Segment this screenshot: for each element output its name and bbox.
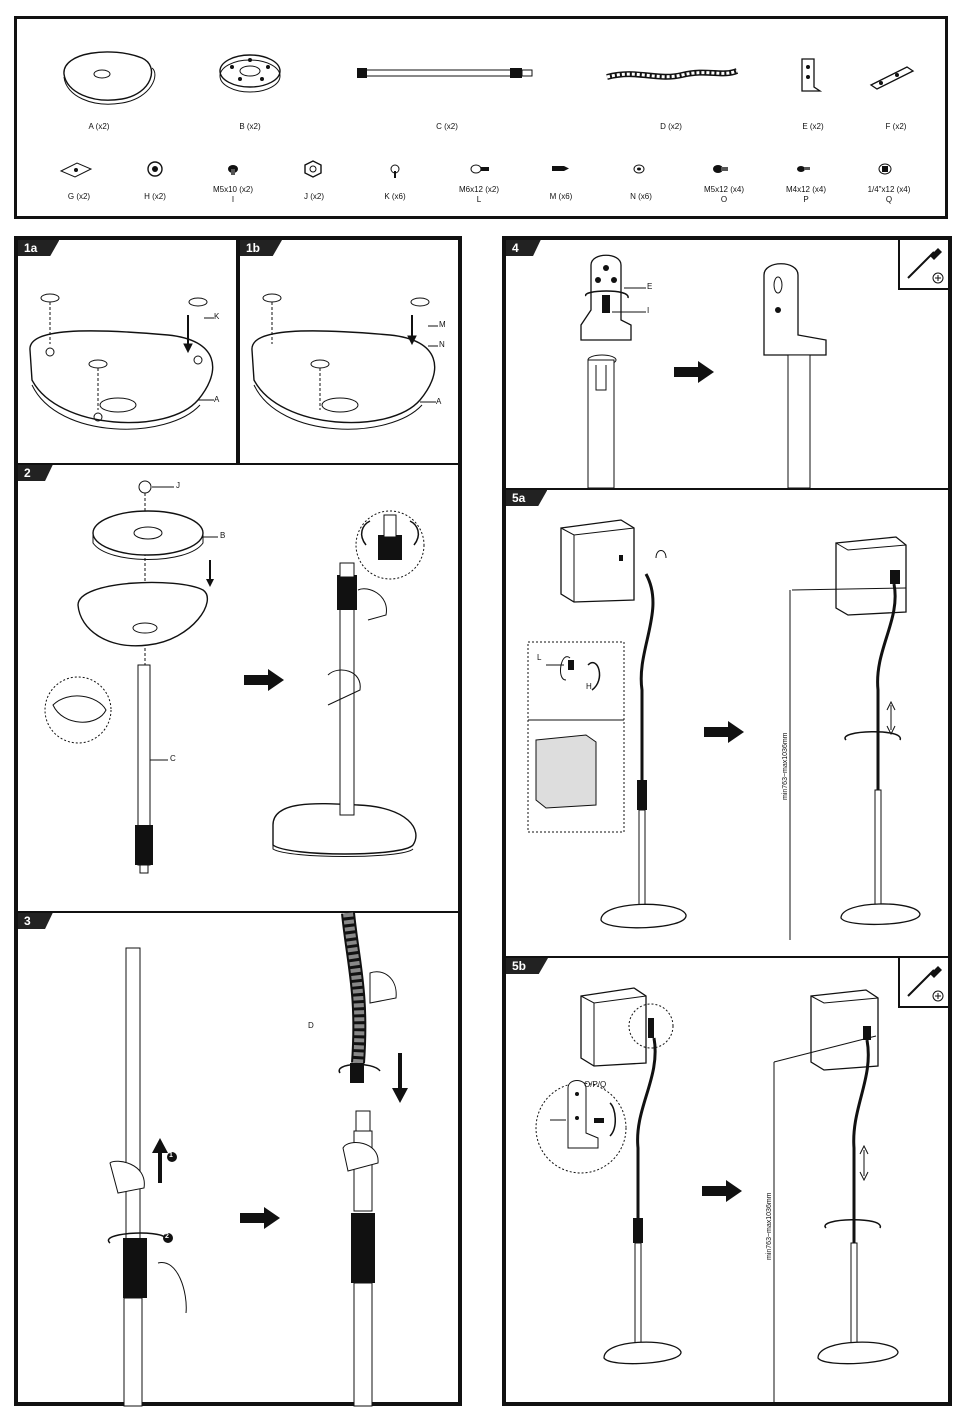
step-1b-panel: 1b M N A	[238, 238, 460, 465]
step-5b-panel: 5b O/P/Q min763~max1036mm	[504, 956, 950, 1404]
screwdriver-icon	[907, 248, 944, 284]
callout-a-1b: A	[436, 397, 442, 406]
step-3-drawing	[107, 912, 408, 1407]
part-label-i: M5x10 (x2) I	[212, 185, 253, 204]
part-label-m: M (x6)	[549, 192, 573, 201]
part-label-g: G (x2)	[67, 192, 91, 201]
part-k-screw-drawing	[390, 164, 400, 178]
step-5a-drawing	[527, 519, 921, 940]
callout-m-1b: M	[439, 320, 446, 329]
part-label-p: M4x12 (x4) P	[785, 185, 826, 204]
step-3-panel: 3 D 1 2	[16, 911, 460, 1407]
part-label-q: 1/4"x12 (x4) Q	[867, 185, 911, 204]
tool-box-step-4	[898, 240, 948, 290]
arrow-right-icon	[702, 1180, 742, 1202]
step-3-marker-2: 2	[165, 1233, 169, 1240]
screwdriver-icon	[907, 966, 944, 1002]
part-h-knob-drawing	[147, 161, 163, 177]
step-5a-tag: 5a	[506, 490, 548, 506]
part-label-o: M5x12 (x4) O	[703, 185, 744, 204]
callout-c-2: C	[170, 754, 176, 763]
step-2-tag: 2	[18, 465, 53, 481]
step-3-tag: 3	[18, 913, 53, 929]
step-5b-tag: 5b	[506, 958, 549, 974]
part-label-a: A (x2)	[88, 122, 110, 131]
parts-illustrations	[59, 51, 915, 178]
part-n-drawing	[633, 164, 645, 174]
part-label-l: M6x12 (x2) L	[458, 185, 499, 204]
part-i-screw-drawing	[228, 165, 238, 175]
callout-j-2: J	[176, 481, 180, 490]
callout-h-5a: H	[586, 682, 592, 691]
part-o-screw-drawing	[713, 165, 728, 173]
height-range-label-5a: min763~max1036mm	[782, 732, 789, 800]
callout-opq-5b: O/P/Q	[584, 1080, 607, 1089]
step-1b-tag: 1b	[240, 240, 283, 256]
callout-a-1a: A	[214, 395, 220, 404]
part-f-plate-drawing	[869, 66, 915, 90]
step-3-marker-1: 1	[169, 1152, 173, 1159]
part-j-nut-drawing	[304, 160, 322, 178]
step-4-panel: 4 E I	[504, 238, 950, 490]
part-b-plate-drawing	[219, 54, 281, 93]
part-c-pole-drawing	[357, 68, 533, 78]
part-label-n: N (x6)	[630, 192, 652, 201]
callout-b-2: B	[220, 531, 226, 540]
part-label-h: H (x2)	[144, 192, 166, 201]
step-2-drawing	[44, 480, 425, 874]
height-range-label-5b: min763~max1036mm	[766, 1192, 773, 1260]
arrow-right-icon	[240, 1207, 280, 1229]
part-p-screw-drawing	[797, 166, 810, 172]
arrow-right-icon	[244, 669, 284, 691]
callout-l-5a: L	[537, 653, 542, 662]
part-m-drawing	[552, 166, 569, 171]
step-5a-panel: 5a L H min763~max1036mm	[504, 488, 950, 958]
part-label-d: D (x2)	[660, 122, 682, 131]
part-e-bracket-drawing	[801, 58, 823, 92]
part-label-e: E (x2)	[802, 122, 824, 131]
step-1a-drawing	[29, 293, 214, 430]
part-l-screw-drawing	[470, 164, 489, 174]
part-g-drawing	[59, 162, 93, 178]
parts-list-panel: A (x2) B (x2) C (x2) D (x2) E (x2) F (x2…	[14, 16, 948, 219]
part-label-c: C (x2)	[436, 122, 458, 131]
part-label-b: B (x2)	[239, 122, 261, 131]
arrow-right-icon	[704, 721, 744, 743]
part-a-base-drawing	[63, 51, 156, 105]
callout-d-3: D	[308, 1021, 314, 1030]
callout-k-1a: K	[214, 312, 220, 321]
part-d-gooseneck-drawing	[606, 68, 739, 80]
step-4-drawing	[580, 254, 827, 489]
step-1a-tag: 1a	[18, 240, 60, 256]
step-5b-drawing	[535, 987, 899, 1404]
tool-box-step-5b	[898, 958, 948, 1008]
callout-n-1b: N	[439, 340, 445, 349]
step-1b-drawing	[251, 293, 438, 430]
part-label-j: J (x2)	[304, 192, 324, 201]
part-q-screw-drawing	[878, 163, 892, 175]
step-2-panel: 2 J B C	[16, 463, 460, 913]
part-label-k: K (x6)	[384, 192, 406, 201]
part-label-f: F (x2)	[885, 122, 907, 131]
callout-e-4: E	[647, 282, 653, 291]
callout-i-4: I	[647, 306, 650, 315]
arrow-right-icon	[674, 361, 714, 383]
step-1a-panel: 1a K A	[16, 238, 238, 465]
step-4-tag: 4	[506, 240, 541, 256]
